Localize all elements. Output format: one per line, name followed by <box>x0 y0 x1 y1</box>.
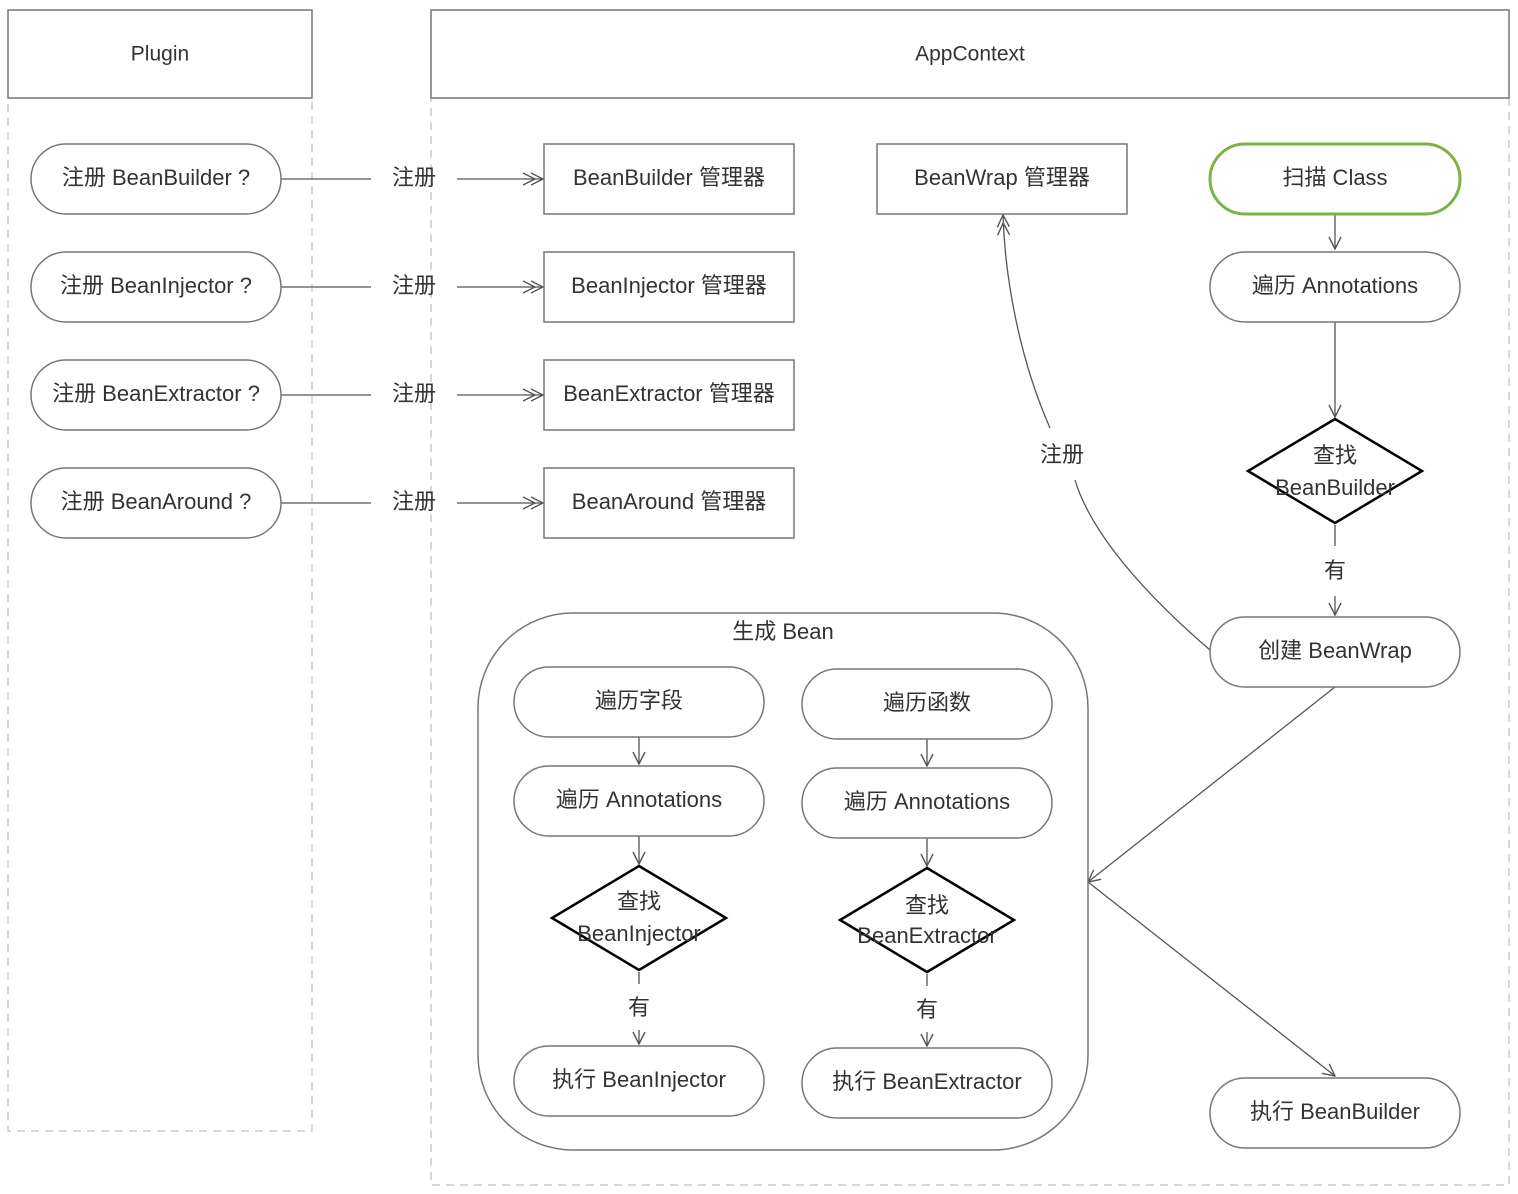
node-fields-iterate-annotations[interactable]: 遍历 Annotations <box>513 765 765 837</box>
node-execute-beanextractor[interactable]: 执行 BeanExtractor <box>801 1047 1053 1119</box>
edge-label-has: 有 <box>1324 558 1346 583</box>
svg-text:注册 BeanExtractor ?: 注册 BeanExtractor ? <box>52 381 260 406</box>
plugin-lane-title: Plugin <box>131 43 189 66</box>
registration-edges: 注册 注册 注册 注册 <box>281 165 543 514</box>
edge-label-register: 注册 <box>1040 442 1084 467</box>
node-beanextractor-manager[interactable]: BeanExtractor 管理器 <box>543 359 795 431</box>
node-register-beanbuilder[interactable]: 注册 BeanBuilder ? <box>30 143 282 215</box>
svg-text:BeanExtractor 管理器: BeanExtractor 管理器 <box>563 381 775 406</box>
svg-text:BeanBuilder: BeanBuilder <box>1275 475 1395 500</box>
decision-find-beaninjector[interactable]: 查找 BeanInjector <box>549 864 729 972</box>
node-create-beanwrap[interactable]: 创建 BeanWrap <box>1209 616 1461 688</box>
svg-text:BeanInjector 管理器: BeanInjector 管理器 <box>571 273 767 298</box>
svg-text:注册 BeanInjector ?: 注册 BeanInjector ? <box>60 273 252 298</box>
svg-text:注册 BeanBuilder ?: 注册 BeanBuilder ? <box>62 165 250 190</box>
node-beanaround-manager[interactable]: BeanAround 管理器 <box>543 467 795 539</box>
main-flow-edges: 有 注册 <box>1003 214 1346 1076</box>
edge-label-register: 注册 <box>392 273 436 298</box>
decision-find-beanbuilder[interactable]: 查找 BeanBuilder <box>1245 417 1425 525</box>
node-iterate-annotations[interactable]: 遍历 Annotations <box>1209 251 1461 323</box>
edge-label-register: 注册 <box>392 165 436 190</box>
svg-text:BeanWrap 管理器: BeanWrap 管理器 <box>914 165 1090 190</box>
svg-text:执行 BeanInjector: 执行 BeanInjector <box>552 1067 726 1092</box>
svg-text:查找: 查找 <box>905 893 949 918</box>
node-scan-class[interactable]: 扫描 Class <box>1208 142 1462 216</box>
group-generate-bean-title: 生成 Bean <box>732 619 834 644</box>
node-execute-beanbuilder[interactable]: 执行 BeanBuilder <box>1209 1077 1461 1149</box>
node-beanbuilder-manager[interactable]: BeanBuilder 管理器 <box>543 143 795 215</box>
fields-flow-edges: 有 <box>628 737 650 1044</box>
svg-text:遍历函数: 遍历函数 <box>883 690 971 715</box>
edge-label-register: 注册 <box>392 381 436 406</box>
methods-flow-edges: 有 <box>916 739 938 1046</box>
edge-label-has: 有 <box>628 995 650 1020</box>
svg-text:执行 BeanBuilder: 执行 BeanBuilder <box>1250 1099 1420 1124</box>
svg-text:扫描 Class: 扫描 Class <box>1282 165 1387 190</box>
node-execute-beaninjector[interactable]: 执行 BeanInjector <box>513 1045 765 1117</box>
node-iterate-methods[interactable]: 遍历函数 <box>801 668 1053 740</box>
svg-text:遍历字段: 遍历字段 <box>595 688 683 713</box>
node-beaninjector-manager[interactable]: BeanInjector 管理器 <box>543 251 795 323</box>
svg-text:遍历 Annotations: 遍历 Annotations <box>844 789 1010 814</box>
node-beanwrap-manager[interactable]: BeanWrap 管理器 <box>876 143 1128 215</box>
plugin-lane: Plugin <box>7 9 313 1132</box>
svg-text:查找: 查找 <box>617 889 661 914</box>
decision-find-beanextractor[interactable]: 查找 BeanExtractor <box>837 866 1017 974</box>
appcontext-lane: AppContext <box>430 9 1510 1186</box>
svg-text:创建 BeanWrap: 创建 BeanWrap <box>1258 638 1412 663</box>
edge-label-has: 有 <box>916 997 938 1022</box>
svg-text:注册 BeanAround ?: 注册 BeanAround ? <box>61 489 252 514</box>
node-register-beanextractor[interactable]: 注册 BeanExtractor ? <box>30 359 282 431</box>
node-methods-iterate-annotations[interactable]: 遍历 Annotations <box>801 767 1053 839</box>
svg-text:查找: 查找 <box>1313 443 1357 468</box>
svg-text:BeanExtractor: BeanExtractor <box>857 923 996 948</box>
svg-text:BeanBuilder 管理器: BeanBuilder 管理器 <box>573 165 765 190</box>
svg-text:BeanInjector: BeanInjector <box>577 921 701 946</box>
group-generate-bean: 生成 Bean <box>477 612 1089 1151</box>
svg-text:遍历 Annotations: 遍历 Annotations <box>1252 273 1418 298</box>
node-register-beanaround[interactable]: 注册 BeanAround ? <box>30 467 282 539</box>
appcontext-lane-title: AppContext <box>915 43 1025 66</box>
svg-text:执行 BeanExtractor: 执行 BeanExtractor <box>832 1069 1022 1094</box>
svg-text:遍历 Annotations: 遍历 Annotations <box>556 787 722 812</box>
node-iterate-fields[interactable]: 遍历字段 <box>513 666 765 738</box>
edge-label-register: 注册 <box>392 489 436 514</box>
node-register-beaninjector[interactable]: 注册 BeanInjector ? <box>30 251 282 323</box>
svg-text:BeanAround 管理器: BeanAround 管理器 <box>572 489 766 514</box>
